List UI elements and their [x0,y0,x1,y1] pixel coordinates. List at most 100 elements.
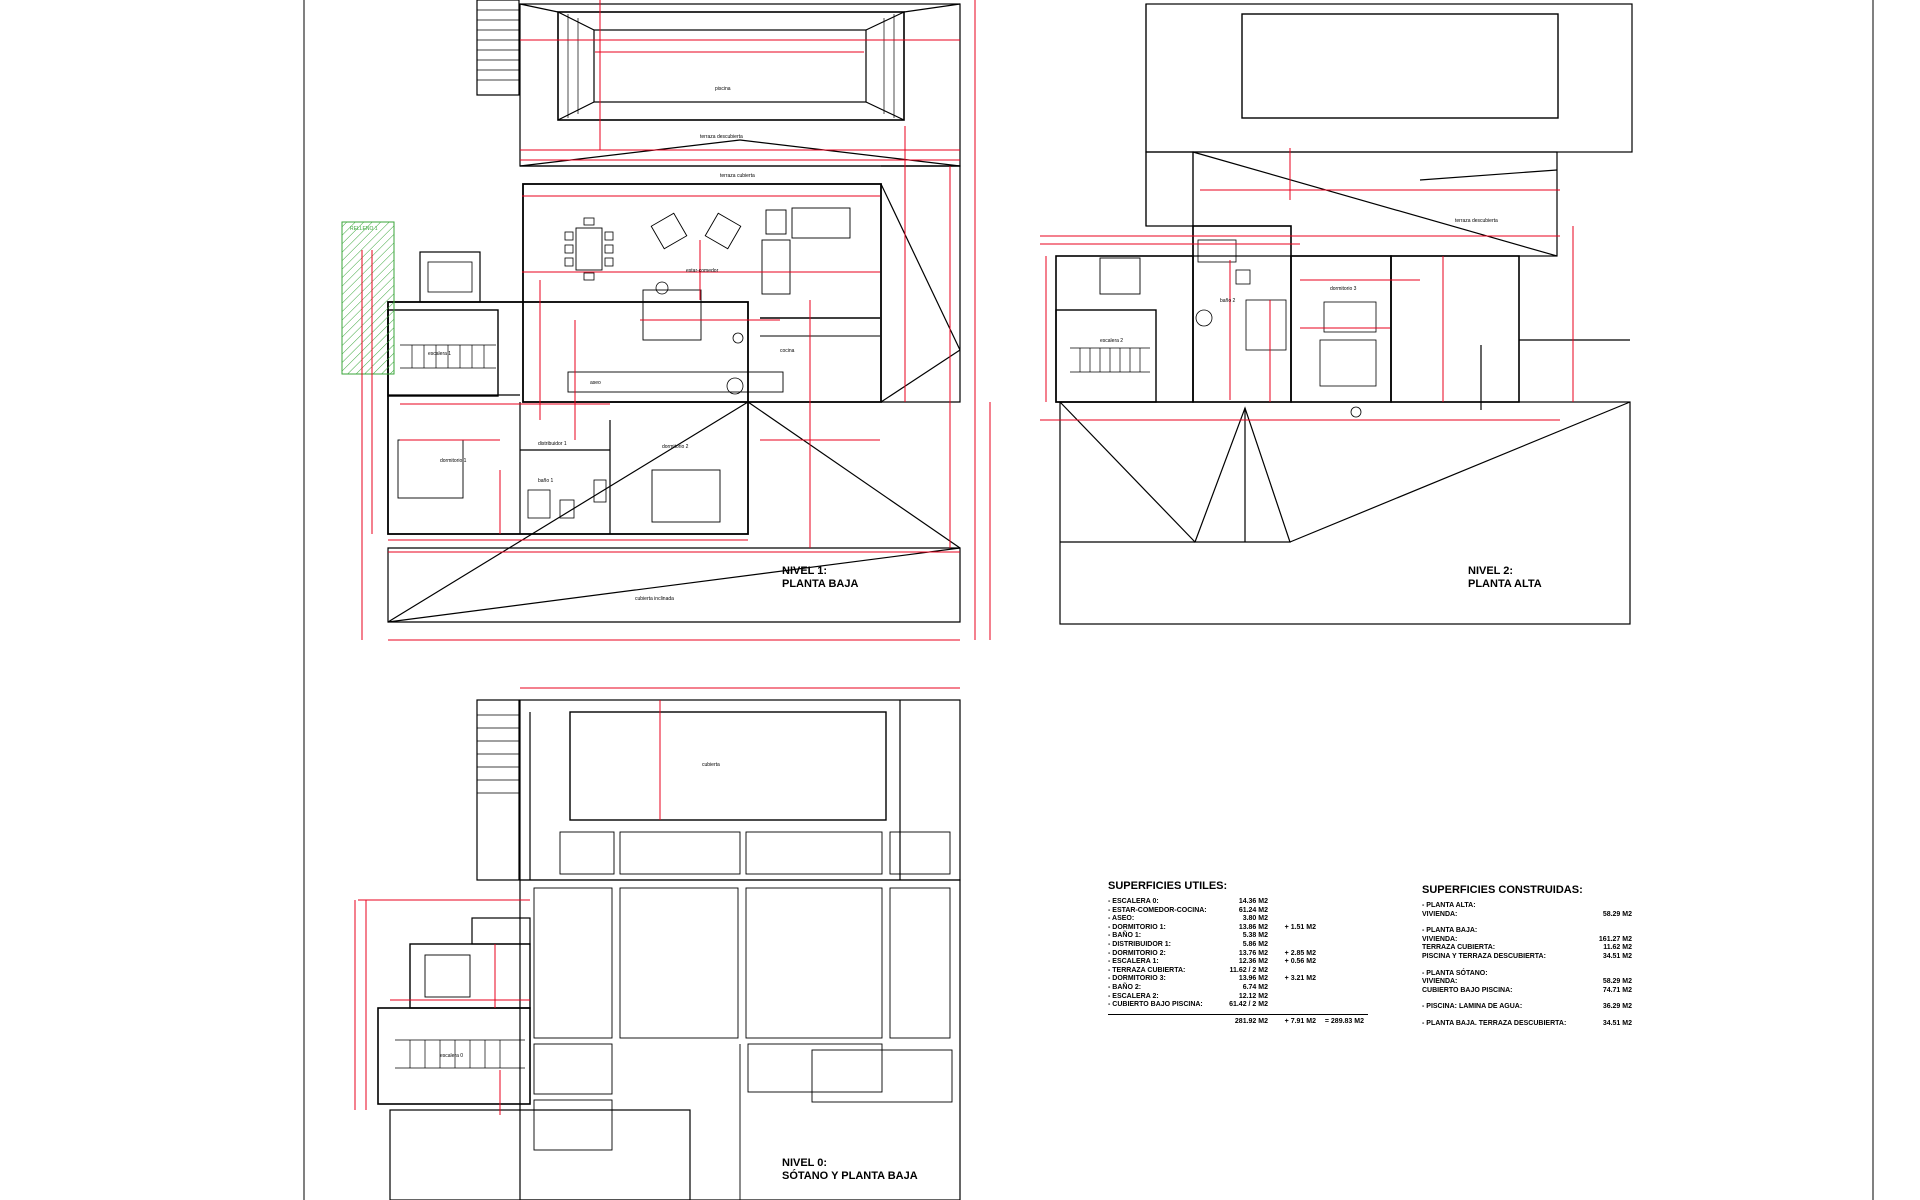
label-relleno: RELLENO 1 [350,226,378,232]
level-0-title: NIVEL 0: [782,1157,827,1169]
superficies-construidas-table: SUPERFICIES CONSTRUIDAS: - PLANTA ALTA: V… [1422,884,1642,1029]
utiles-row-value: 5.86 M2 [1242,940,1268,948]
construidas-row-value: 34.51 M2 [1602,1019,1632,1027]
total-1: 281.92 M2 [1234,1017,1268,1025]
utiles-row: - DORMITORIO 1: 13.86 M2 + 1.51 M2 [1108,924,1368,933]
construidas-row-label: - PLANTA BAJA. TERRAZA DESCUBIERTA: [1422,1019,1567,1027]
superficies-construidas-title: SUPERFICIES CONSTRUIDAS: [1422,884,1583,896]
utiles-row: - CUBIERTO BAJO PISCINA:61.42 / 2 M2 [1108,1001,1368,1010]
level-1-subtitle: PLANTA BAJA [782,578,858,590]
utiles-row-extra: + 2.85 M2 [1284,949,1316,957]
superficies-utiles-rows: - ESCALERA 0: 14.36 M2 - ESTAR-COMEDOR-COC… [1108,898,1368,1010]
utiles-row-label: - ESCALERA 0: [1108,898,1159,905]
construidas-row: VIVIENDA: 58.29 M2 [1422,978,1642,987]
construidas-row-value: 74.71 M2 [1602,986,1632,994]
label-aseo: aseo [590,380,601,386]
utiles-row-extra: + 0.56 M2 [1284,958,1316,966]
utiles-row-value: 13.86 M2 [1238,923,1268,931]
utiles-row: - DISTRIBUIDOR 1: 5.86 M2 [1108,941,1368,950]
label-cocina: cocina [780,348,795,354]
label-cubierta: cubierta [702,762,720,768]
total-3: = 289.83 M2 [1324,1017,1364,1025]
utiles-row-label: - BAÑO 2: [1108,983,1142,991]
utiles-row-extra [1268,967,1316,976]
utiles-row: - ESTAR-COMEDOR-COCINA:61.24 M2 [1108,907,1368,916]
construidas-row-label: - PLANTA ALTA: [1422,902,1476,909]
utiles-row-value: 12.12 M2 [1238,992,1268,1000]
utiles-row-extra [1268,993,1316,1002]
utiles-row-extra [1268,915,1316,924]
utiles-row-label: - DORMITORIO 2: [1108,949,1166,957]
level-0-subtitle: SÓTANO Y PLANTA BAJA [782,1169,918,1182]
construidas-row-label: - PISCINA: LAMINA DE AGUA: [1422,1003,1523,1011]
construidas-row-label: PISCINA Y TERRAZA DESCUBIERTA: [1422,952,1546,960]
utiles-row: - TERRAZA CUBIERTA:11.62 / 2 M2 [1108,967,1368,976]
utiles-row-extra [1268,941,1316,950]
construidas-gap [1422,919,1642,927]
label-estar-comedor: estar-comedor [686,268,719,274]
sheet-border [303,0,1874,1200]
label-terraza-descubierta: terraza descubierta [700,134,743,140]
relleno-hatch [341,221,395,375]
utiles-row-extra: + 1.51 M2 [1284,923,1316,931]
utiles-row: - BAÑO 2: 6.74 M2 [1108,984,1368,993]
utiles-row-value: 6.74 M2 [1242,983,1268,991]
utiles-row-label: - DORMITORIO 1: [1108,923,1166,931]
construidas-row: VIVIENDA:58.29 M2 [1422,911,1642,920]
plan-level-0 [354,687,961,1200]
superficies-construidas-rows: - PLANTA ALTA: VIVIENDA: 58.29 M2 - PLANTA … [1422,902,1642,1029]
utiles-row-value: 14.36 M2 [1238,898,1268,905]
construidas-row-value: 58.29 M2 [1602,978,1632,986]
level-1-title: NIVEL 1: [782,565,827,577]
construidas-row-value [1592,927,1632,936]
construidas-gap [1422,995,1642,1003]
construidas-row-value [1592,970,1632,979]
utiles-row: - ASEO:3.80 M2 [1108,915,1368,924]
utiles-row-extra [1268,1001,1316,1010]
utiles-row-extra [1268,907,1316,916]
utiles-row-value: 13.76 M2 [1238,949,1268,957]
construidas-row-label: - PLANTA BAJA: [1422,927,1478,935]
label-piscina: piscina [715,86,731,92]
construidas-row-value: 161.27 M2 [1598,935,1632,943]
construidas-gap [1422,962,1642,970]
level-2-subtitle: PLANTA ALTA [1468,578,1542,590]
utiles-row-value: 61.24 M2 [1238,906,1268,914]
utiles-row-label: - BAÑO 1: [1108,932,1142,940]
construidas-row-value: 34.51 M2 [1602,952,1632,960]
utiles-row: - ESCALERA 1: 12.36 M2 + 0.56 M2 [1108,958,1368,967]
label-escalera-1: escalera 1 [428,351,451,357]
utiles-row-label: - TERRAZA CUBIERTA: [1108,966,1186,974]
utiles-row-label: - DISTRIBUIDOR 1: [1108,940,1171,948]
utiles-row: - ESCALERA 2:12.12 M2 [1108,993,1368,1002]
utiles-row: - ESCALERA 0: 14.36 M2 [1108,898,1368,907]
construidas-row: - PLANTA BAJA: [1422,927,1642,936]
construidas-row: VIVIENDA: 161.27 M2 [1422,936,1642,945]
utiles-row-extra [1268,932,1316,941]
superficies-utiles-total: 281.92 M2 + 7.91 M2 = 289.83 M2 [1108,1013,1368,1025]
superficies-utiles-title: SUPERFICIES UTILES: [1108,880,1228,892]
construidas-row-value: 36.29 M2 [1602,1003,1632,1011]
construidas-row-value [1592,902,1632,911]
utiles-row-label: - DORMITORIO 3: [1108,975,1166,983]
construidas-row-label: VIVIENDA: [1422,935,1458,943]
label-escalera-0: escalera 0 [440,1053,463,1059]
construidas-row: PISCINA Y TERRAZA DESCUBIERTA: 34.51 M2 [1422,953,1642,962]
label-bano-2: baño 2 [1220,298,1236,304]
utiles-row-extra [1268,898,1316,907]
construidas-row-value: 11.62 M2 [1603,944,1632,952]
label-cubierta-inclinada: cubierta inclinada [635,596,674,602]
construidas-row: TERRAZA CUBIERTA:11.62 M2 [1422,944,1642,953]
construidas-gap [1422,1012,1642,1020]
label-dormitorio-2: dormitorio 2 [662,444,689,450]
label-terraza-cubierta: terraza cubierta [720,173,755,179]
construidas-row-value: 58.29 M2 [1602,910,1632,918]
utiles-row-value: 12.36 M2 [1238,958,1268,966]
utiles-row-extra: + 3.21 M2 [1284,975,1316,983]
construidas-row-label: VIVIENDA: [1422,978,1458,986]
room-labels: piscina terraza descubierta terraza cubi… [350,86,1498,1059]
utiles-row: - DORMITORIO 3:13.96 M2+ 3.21 M2 [1108,975,1368,984]
utiles-row-label: - ESCALERA 1: [1108,958,1159,966]
superficies-utiles-table: SUPERFICIES UTILES: - ESCALERA 0: 14.36 M… [1108,880,1368,1025]
